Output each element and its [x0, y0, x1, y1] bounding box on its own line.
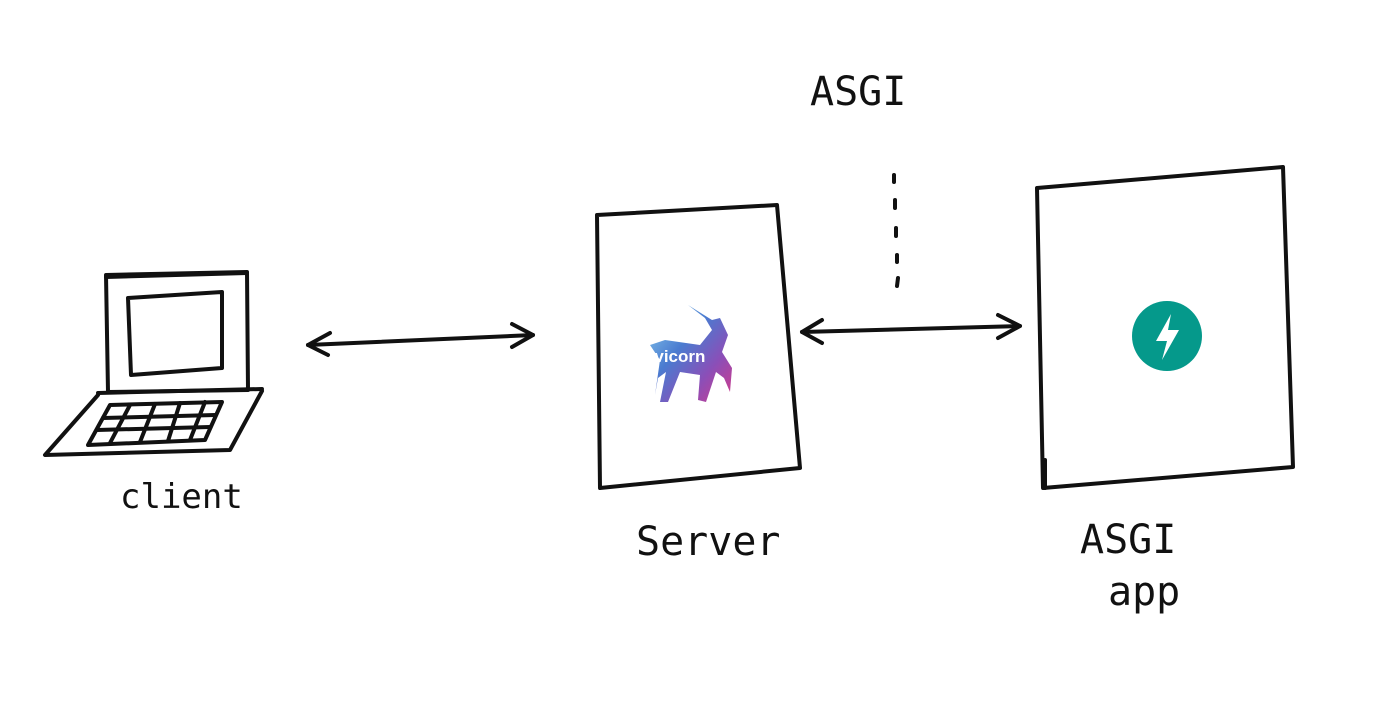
uvicorn-logo-text: uvicorn	[644, 347, 705, 366]
client-label: client	[120, 477, 243, 517]
server-box	[595, 203, 802, 490]
asgi-app-label-line2: app	[1108, 569, 1180, 615]
uvicorn-logo: uvicorn	[644, 305, 732, 402]
server-app-arrow	[800, 313, 1022, 345]
server-label: Server	[636, 519, 781, 565]
asgi-app-box	[1035, 165, 1295, 490]
fastapi-logo	[1132, 301, 1202, 371]
client-server-arrow	[306, 322, 535, 357]
asgi-interface-label: ASGI	[810, 69, 906, 115]
asgi-dotted-line	[892, 173, 900, 288]
asgi-app-label-line1: ASGI	[1080, 517, 1176, 563]
laptop-icon	[43, 270, 264, 457]
